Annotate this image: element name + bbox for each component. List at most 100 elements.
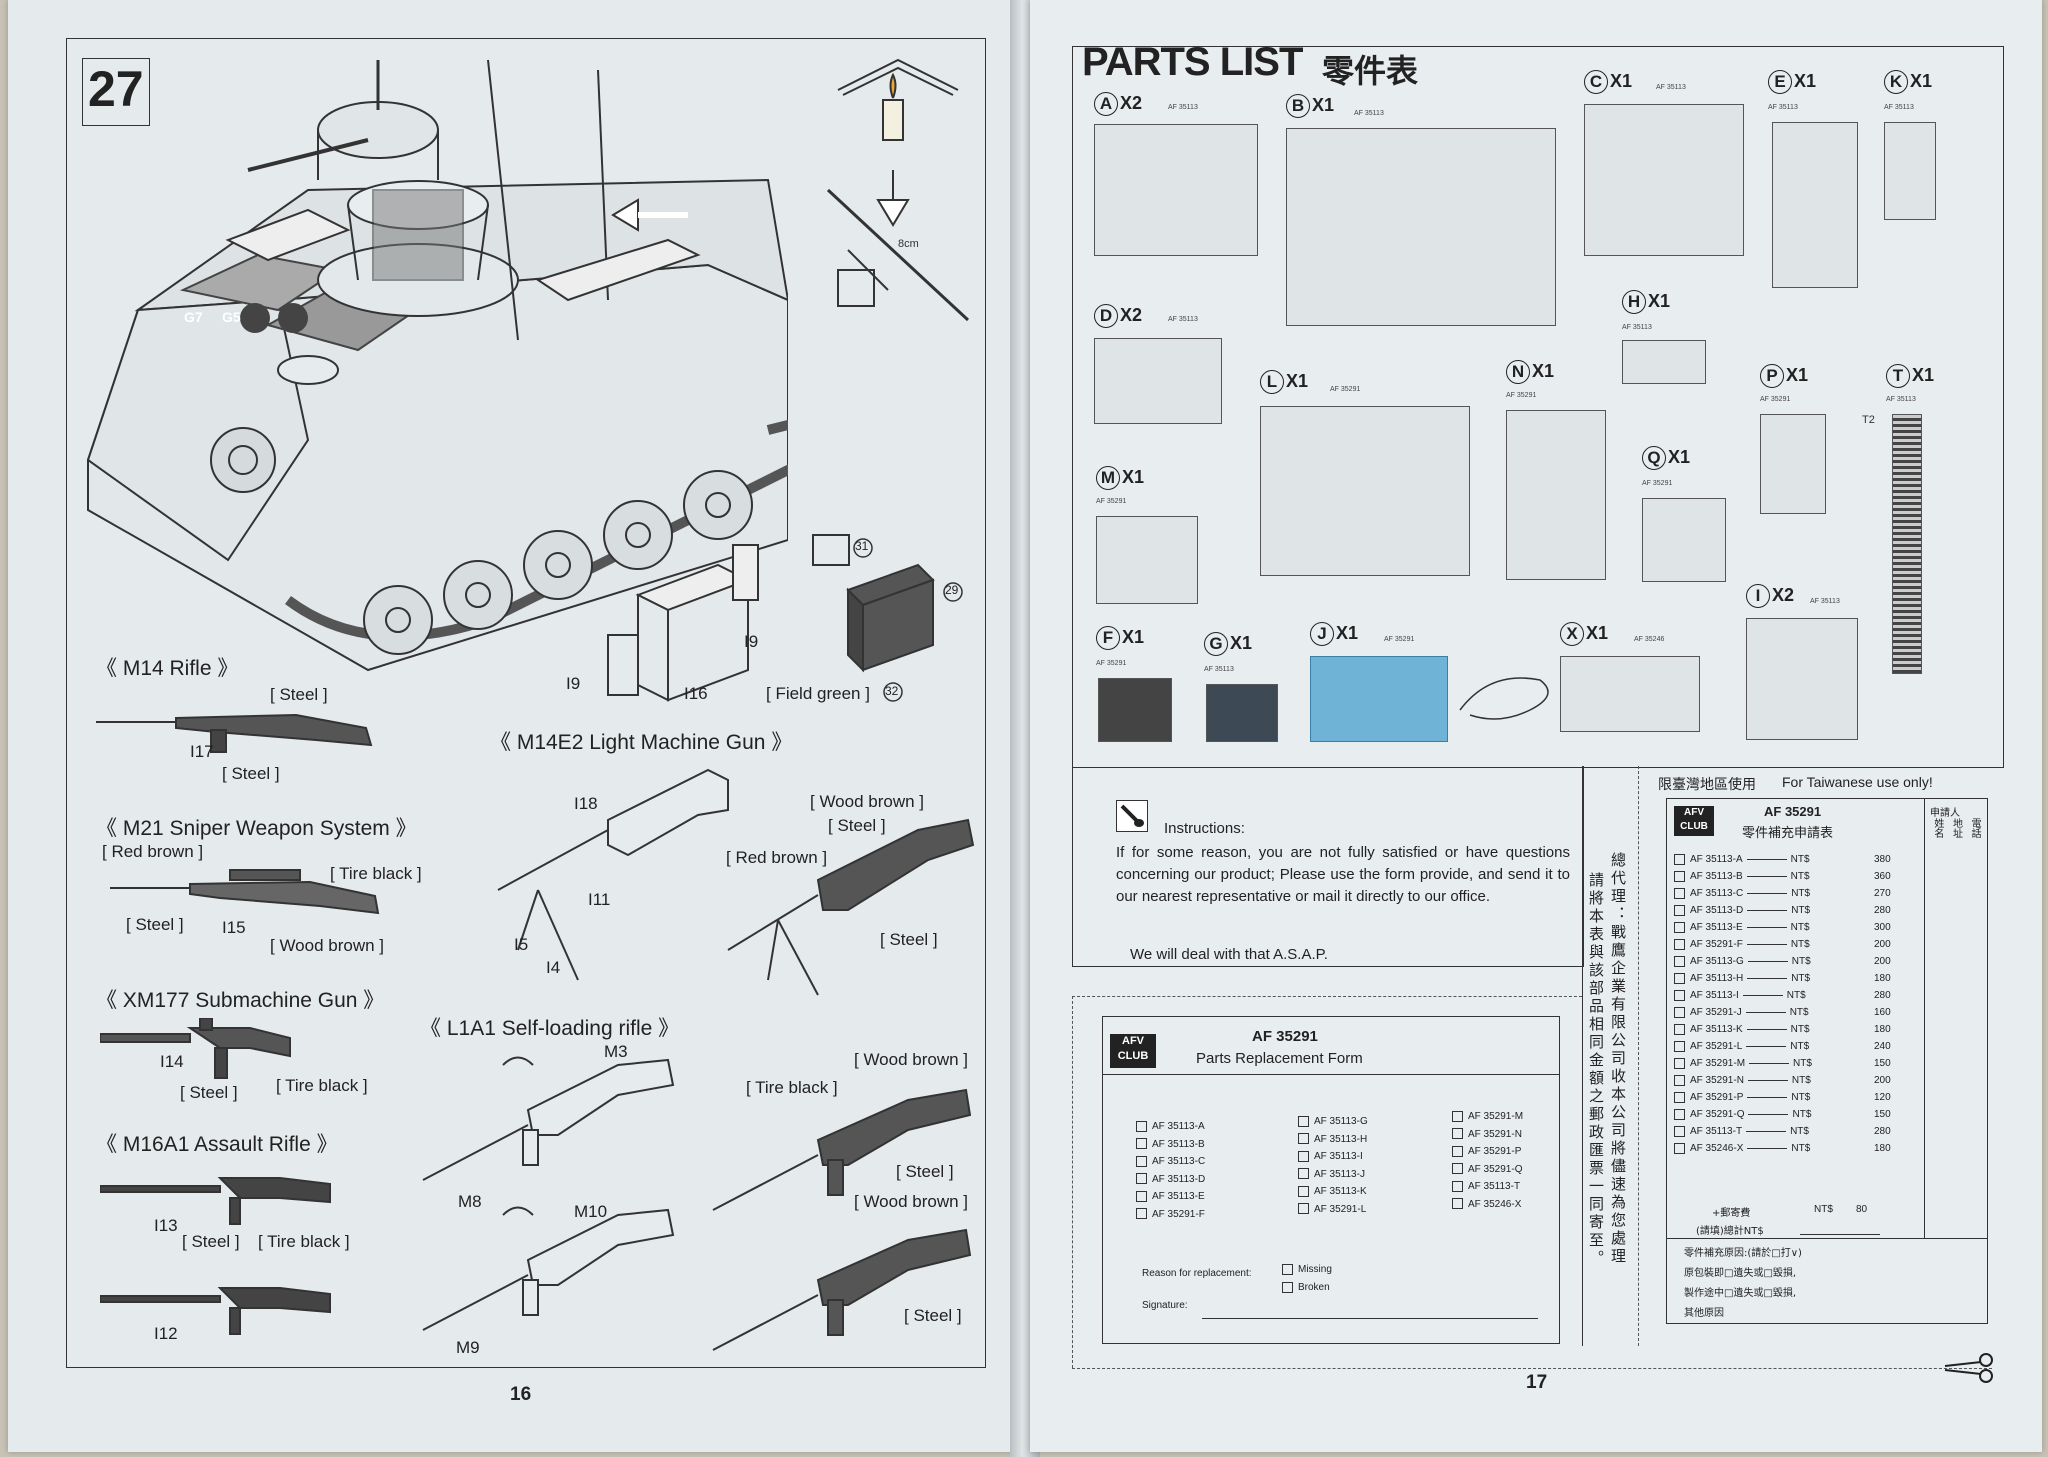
price-row-code: AF 35291-M [1690,1058,1746,1070]
form-check-m[interactable]: AF 35291-M [1452,1108,1523,1126]
form-check-b[interactable]: AF 35113-B [1136,1136,1205,1154]
taiwan-reason-1: 原包裝即□遺失或□毀損, [1684,1268,1797,1279]
form-check-a[interactable]: AF 35113-A [1136,1118,1205,1136]
sprue-a-code: AF 35113 [1168,104,1198,111]
sprue-x-code: AF 35246 [1634,636,1665,643]
price-row[interactable]: AF 35291-M NT$ 150 [1674,1058,1924,1075]
reason-broken[interactable]: Broken [1282,1282,1330,1293]
m21-red-brown: [ Red brown ] [102,842,204,861]
vehicle-illustration [86,59,788,672]
form-check-q[interactable]: AF 35291-Q [1452,1161,1523,1179]
price-row-currency: NT$ [1791,956,1811,968]
sprue-m-code: AF 35291 [1096,498,1127,505]
l1a1-m9: M9 [456,1338,480,1357]
instructions-closing: We will deal with that A.S.A.P. [1130,946,1328,963]
m14-steel-bottom: [ Steel ] [222,764,280,783]
form-check-k[interactable]: AF 35113-K [1298,1183,1368,1201]
step-number-box [82,58,150,126]
m14-title: 《 M14 Rifle 》 [96,657,239,680]
price-row-currency: NT$ [1791,1143,1811,1155]
form-check-h[interactable]: AF 35113-H [1298,1131,1368,1149]
form-check-j[interactable]: AF 35113-J [1298,1166,1368,1184]
taiwan-reason-line: 零件補充原因:(請於□打∨) [1684,1248,1802,1259]
l1a1-steel-1: [ Steel ] [896,1162,954,1181]
taiwan-header-cn: 限臺灣地區使用 [1658,777,1756,793]
xm177-drawing [100,1018,291,1079]
price-row-value: 300 [1874,922,1891,933]
m14e2-i18: I18 [574,794,598,813]
sprue-l-code: AF 35291 [1330,386,1361,393]
price-row-value: 180 [1874,1024,1891,1035]
price-row-value: 360 [1874,871,1891,882]
form-check-i[interactable]: AF 35113-I [1298,1148,1368,1166]
price-row-code: AF 35113-K [1690,1024,1743,1036]
cut-line-top [1072,996,1582,997]
vertical-text-2: 請將本表與該部品相同金額之郵政匯票一同寄至。 [1587,872,1605,1268]
form-check-p[interactable]: AF 35291-P [1452,1143,1523,1161]
form-check-e[interactable]: AF 35113-E [1136,1188,1205,1206]
antenna-detail [826,58,970,322]
sprue-p [1760,414,1826,514]
m16-drawing-2 [100,1287,331,1335]
price-row-currency: NT$ [1793,1058,1812,1070]
price-row-value: 280 [1874,990,1891,1001]
price-row-currency: NT$ [1790,854,1810,866]
sprue-c-code: AF 35113 [1656,84,1686,91]
l1a1-wood-brown-1: [ Wood brown ] [854,1050,969,1069]
t2-label: T2 [1862,414,1875,426]
postage-label: +郵寄費 [1712,1208,1751,1219]
form-check-c[interactable]: AF 35113-C [1136,1153,1205,1171]
m14-steel-top: [ Steel ] [270,685,328,704]
sprue-n-code: AF 35291 [1506,392,1537,399]
taiwan-reason-2: 製作途中□遺失或□毀損, [1684,1288,1797,1299]
price-row-value: 380 [1874,854,1891,865]
form-check-n[interactable]: AF 35291-N [1452,1126,1523,1144]
price-row-currency: NT$ [1791,1092,1811,1104]
l1a1-m3: M3 [604,1042,628,1061]
form-check-l[interactable]: AF 35291-L [1298,1201,1368,1219]
sprue-f-code: AF 35291 [1096,660,1127,667]
sprue-h [1622,340,1706,384]
form-check-t[interactable]: AF 35113-T [1452,1178,1523,1196]
taiwan-header-en: For Taiwanese use only! [1782,774,1933,790]
form-check-d[interactable]: AF 35113-D [1136,1171,1205,1189]
ammo-box-detail [607,534,963,702]
price-row-value: 150 [1874,1058,1891,1069]
m16-tire-black: [ Tire black ] [258,1232,350,1251]
taiwan-reason-divider [1666,1238,1988,1239]
signature-line[interactable] [1202,1318,1538,1319]
form-check-g[interactable]: AF 35113-G [1298,1113,1368,1131]
reason-missing[interactable]: Missing [1282,1264,1332,1275]
form-check-x[interactable]: AF 35246-X [1452,1196,1523,1214]
sprue-a [1094,124,1258,256]
total-line[interactable] [1800,1234,1880,1235]
price-row-code: AF 35113-H [1690,973,1744,985]
m16-part-2: I12 [154,1324,178,1343]
form-check-f[interactable]: AF 35291-F [1136,1206,1205,1224]
length-callout: 8cm [898,238,919,250]
